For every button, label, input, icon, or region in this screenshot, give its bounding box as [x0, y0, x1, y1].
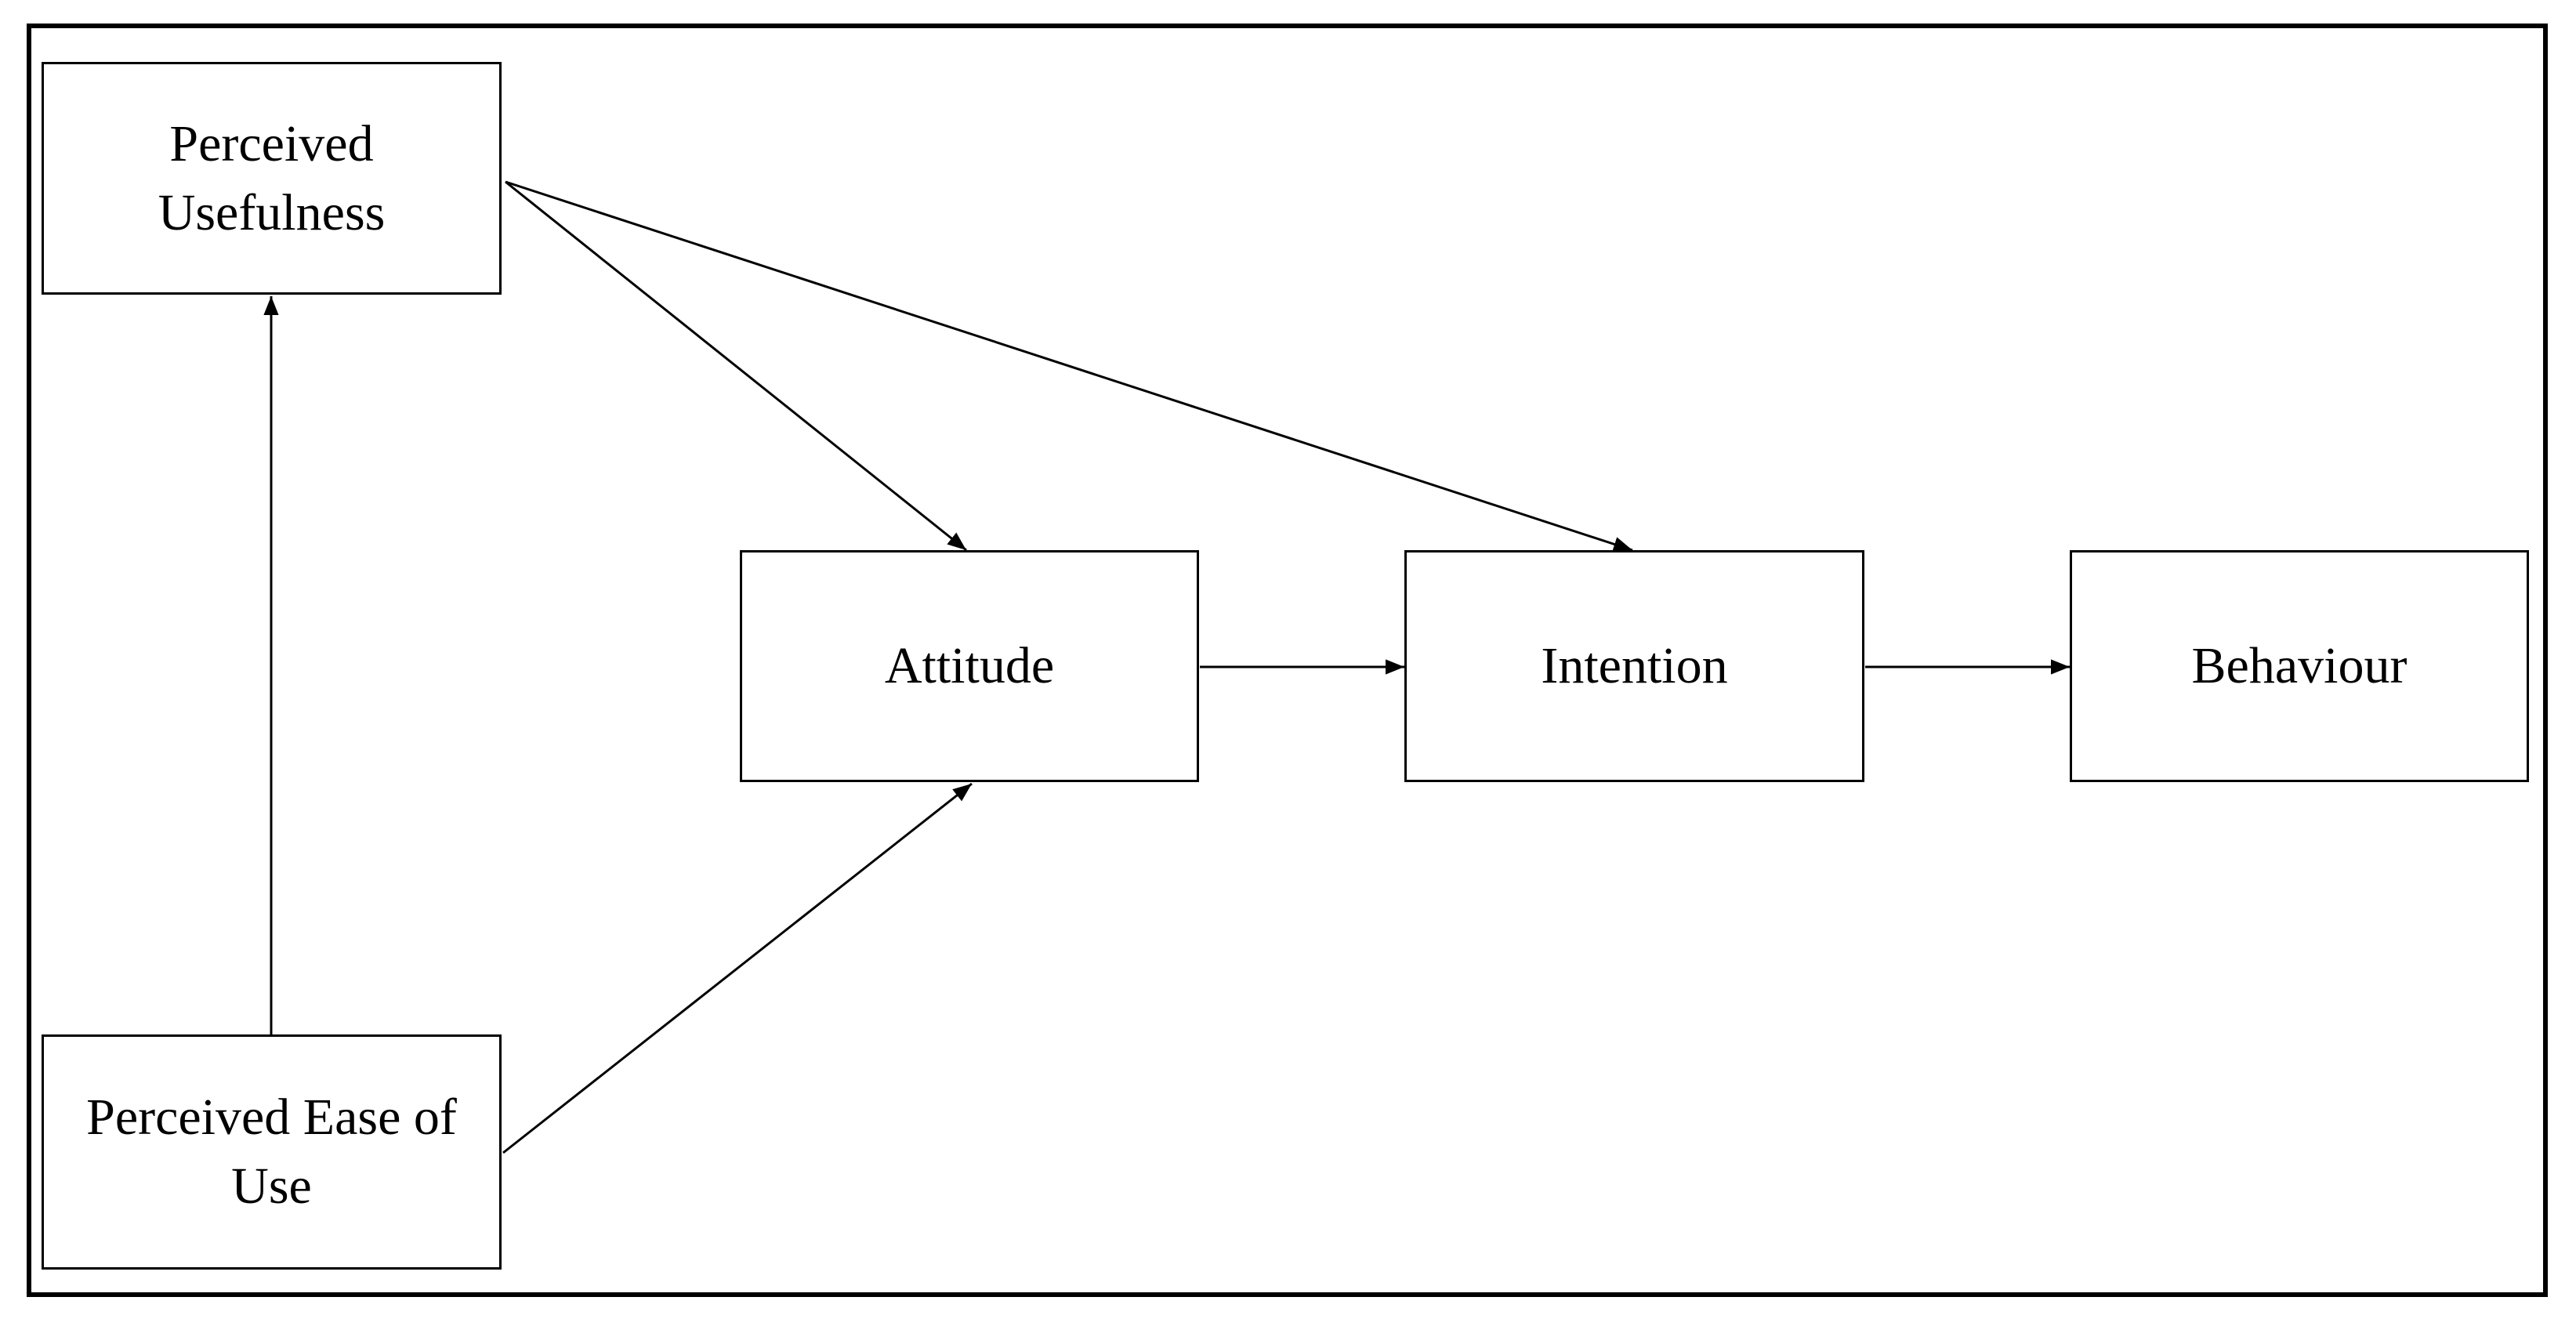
node-intention-label: Intention — [1541, 637, 1728, 694]
edge-pu-to-intention — [505, 180, 1633, 552]
edge-peu-to-attitude — [502, 782, 973, 1154]
node-perceived-usefulness: Perceived Usefulness — [42, 62, 502, 295]
node-attitude: Attitude — [740, 550, 1199, 782]
node-perceived-ease-of-use-label: Perceived Ease of Use — [86, 1089, 457, 1215]
node-perceived-usefulness-label: Perceived Usefulness — [158, 114, 386, 241]
node-attitude-label: Attitude — [884, 637, 1055, 694]
node-intention: Intention — [1404, 550, 1864, 782]
edge-pu-to-attitude — [505, 180, 967, 552]
node-behaviour: Behaviour — [2070, 550, 2529, 782]
node-perceived-ease-of-use: Perceived Ease of Use — [42, 1034, 502, 1270]
node-behaviour-label: Behaviour — [2191, 637, 2408, 694]
